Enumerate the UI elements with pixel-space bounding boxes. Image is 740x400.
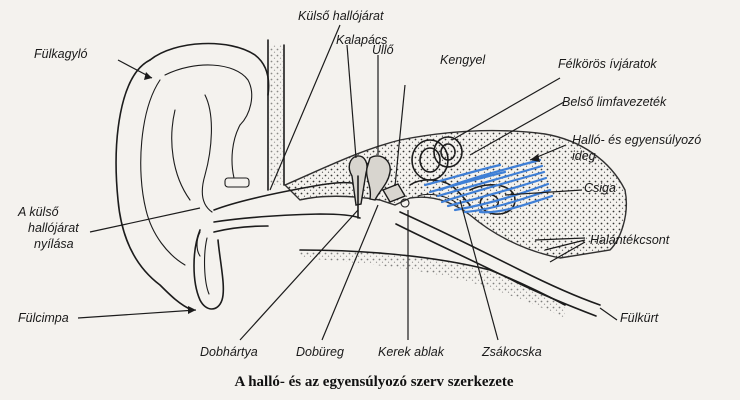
label-ullo: Üllő — [372, 43, 395, 57]
figure-caption: A halló- és az egyensúlyozó szerv szerke… — [234, 374, 513, 390]
label-hallo-ideg-line2: ideg — [572, 149, 596, 163]
label-nyilas-line1: A külső — [17, 205, 60, 219]
label-dobhartya: Dobhártya — [200, 345, 258, 359]
label-nyilas-line3: nyílása — [34, 237, 74, 251]
label-csiga: Csiga — [584, 181, 616, 195]
label-kerek-ablak: Kerek ablak — [378, 345, 445, 359]
label-kulso-hallojarat: Külső hallójárat — [298, 9, 384, 23]
label-felkoros-ivjaratok: Félkörös ívjáratok — [558, 57, 657, 71]
label-kengyel: Kengyel — [440, 53, 486, 67]
label-belso-limfavezetek: Belső limfavezeték — [562, 95, 667, 109]
label-halantekcsont: Halántékcsont — [590, 233, 670, 247]
label-zsakocska: Zsákocska — [481, 345, 542, 359]
label-fulcimpa: Fülcimpa — [18, 311, 69, 325]
label-dobureg: Dobüreg — [296, 345, 344, 359]
label-nyilas-line2: hallójárat — [28, 221, 79, 235]
label-fulkagylo: Fülkagyló — [34, 47, 88, 61]
label-fulkurt: Fülkürt — [620, 311, 659, 325]
label-hallo-ideg-line1: Halló- és egyensúlyozó — [572, 133, 701, 147]
auricle-drawing — [116, 44, 269, 310]
